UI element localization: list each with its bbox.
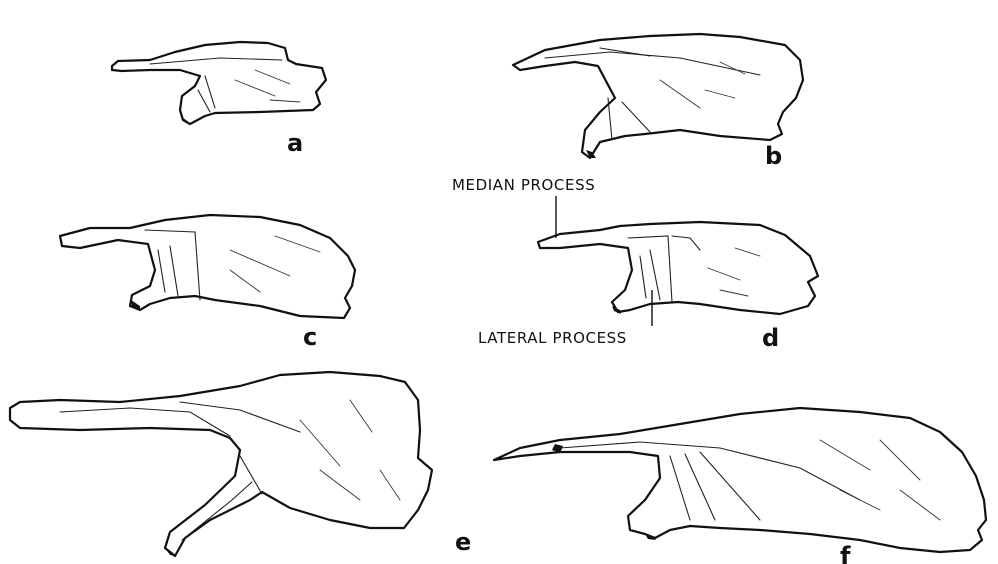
specimen-b-drawing	[513, 34, 803, 158]
label-e: e	[455, 528, 471, 556]
label-b: b	[765, 142, 782, 170]
specimen-f-drawing	[494, 408, 986, 552]
label-f: f	[840, 542, 851, 564]
specimen-c-drawing	[60, 215, 355, 318]
median-process-label: MEDIAN PROCESS	[452, 176, 595, 194]
lateral-process-label: LATERAL PROCESS	[478, 329, 627, 347]
label-a: a	[287, 129, 303, 157]
specimen-a-drawing	[112, 42, 326, 124]
specimen-e-drawing	[10, 372, 432, 556]
label-d: d	[762, 324, 779, 352]
label-c: c	[303, 323, 317, 351]
specimen-d-drawing	[538, 196, 818, 326]
